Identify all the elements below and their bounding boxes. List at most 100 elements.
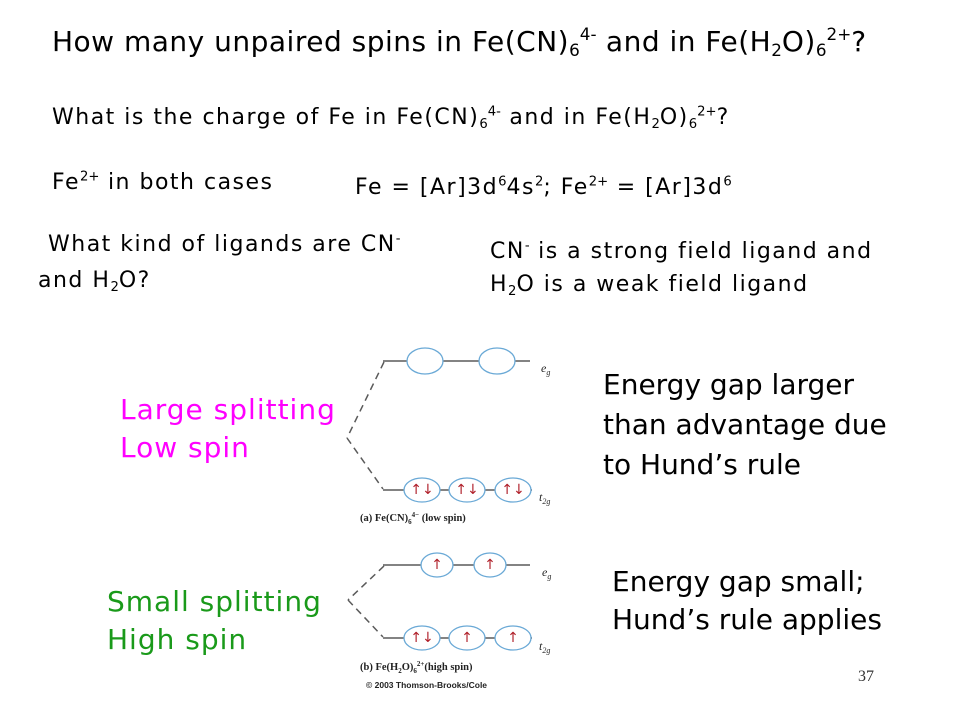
splitting-dashed-line: [346, 361, 385, 439]
orbital-diagram-low-spin: ↑↓ ↑↓ ↑↓ eg t2g (a) Fe(CN)64− (low spin): [346, 347, 550, 526]
superscript: 2+: [697, 104, 717, 120]
superscript: 4-: [579, 24, 597, 45]
electron-arrows: ↑: [461, 630, 473, 646]
electron-configuration: Fe = [Ar]3d64s2; Fe2+ = [Ar]3d6: [355, 173, 732, 203]
text-segment: What is the charge of Fe in Fe(CN): [52, 105, 480, 130]
subscript: 2: [771, 40, 782, 61]
superscript: 6: [498, 174, 507, 190]
text-segment: O): [659, 105, 689, 130]
diagram-caption-high-spin: (b) Fe(H2O)62+(high spin): [360, 660, 473, 675]
text-segment: = [Ar]3d: [608, 175, 724, 200]
splitting-dashed-line: [347, 565, 385, 601]
subscript: 6: [408, 518, 412, 526]
superscript: 4−: [412, 511, 420, 519]
text-segment: O?: [118, 268, 151, 293]
superscript: -: [395, 231, 401, 247]
text-segment: Fe: [52, 170, 80, 195]
subscript: 2: [508, 283, 517, 299]
answer-ligands-line1: CN- is a strong field ligand and: [490, 237, 873, 267]
electron-arrows: ↑: [431, 557, 443, 573]
eg-orbital: [406, 347, 444, 375]
t2g-orbital: [494, 625, 532, 651]
t2g-orbital: [448, 625, 486, 651]
text-segment: ?: [851, 25, 867, 58]
text-segment: (b) Fe(H: [360, 662, 398, 673]
superscript: 2+: [417, 660, 425, 668]
diagram-caption-low-spin: (a) Fe(CN)64− (low spin): [360, 511, 466, 526]
label-line: High spin: [107, 623, 248, 656]
text-segment: (low spin): [419, 513, 466, 524]
subscript: g: [546, 368, 550, 377]
electron-arrows: ↑↓: [501, 482, 524, 498]
label-line: Large splitting: [120, 393, 336, 426]
answer-ligands-line2: H2O is a weak field ligand: [490, 270, 809, 300]
copyright-notice: © 2003 Thomson-Brooks/Cole: [366, 680, 487, 690]
text-segment: e: [541, 361, 547, 375]
splitting-dashed-line: [346, 437, 384, 490]
electron-arrows: ↑↓: [455, 482, 478, 498]
text-segment: (high spin): [424, 662, 473, 673]
text-segment: 4s: [506, 175, 535, 200]
t2g-orbital: [403, 625, 441, 651]
text-segment: H: [490, 272, 509, 297]
text-segment: in both cases: [99, 170, 274, 195]
text-segment: e: [542, 565, 548, 579]
text-segment: t: [539, 490, 543, 504]
superscript: 2: [535, 174, 544, 190]
text-segment: ?: [716, 105, 730, 130]
t2g-label: t2g: [539, 490, 550, 506]
label-line: Small splitting: [107, 585, 322, 618]
question-ligands-line1: What kind of ligands are CN-: [48, 230, 400, 260]
electron-arrows: ↑: [507, 630, 519, 646]
subscript: 6: [569, 40, 580, 61]
high-spin-explanation: Energy gap small; Hund’s rule applies: [612, 563, 882, 639]
subscript: 2: [398, 667, 402, 675]
subscript: 6: [479, 116, 488, 132]
electron-arrows: ↑↓: [410, 630, 433, 646]
subscript: 2: [110, 279, 119, 295]
subscript: g: [547, 572, 551, 581]
page-number: 37: [858, 668, 874, 685]
text-segment: O): [781, 25, 816, 58]
label-line: Low spin: [120, 431, 250, 464]
question-unpaired-spins: How many unpaired spins in Fe(CN)64- and…: [52, 24, 867, 60]
splitting-dashed-line: [347, 599, 384, 638]
subscript: 6: [688, 116, 698, 132]
text-segment: and in Fe(H: [500, 105, 652, 130]
t2g-label: t2g: [539, 639, 550, 655]
text-segment: is a strong field ligand and: [529, 239, 873, 264]
orbital-diagram-high-spin: ↑ ↑ ↑↓ ↑ ↑ eg t2g (b) Fe(H2O)62+(high sp…: [347, 552, 551, 690]
subscript: 2g: [542, 646, 550, 655]
explanation-line: Energy gap larger: [603, 368, 855, 401]
superscript: 2+: [588, 174, 609, 190]
explanation-line: Hund’s rule applies: [612, 603, 882, 636]
answer-charge: Fe2+ in both cases: [52, 168, 274, 198]
eg-orbital: [473, 552, 507, 578]
text-segment: What kind of ligands are CN: [48, 232, 396, 257]
subscript: 2: [651, 116, 660, 132]
text-segment: CN: [490, 239, 525, 264]
t2g-orbital: [403, 477, 441, 503]
text-segment: (a) Fe(CN): [360, 513, 409, 524]
question-ligands-line2: and H2O?: [38, 266, 151, 296]
electron-arrows: ↑: [484, 557, 496, 573]
text-segment: and H: [38, 268, 111, 293]
text-segment: ; Fe: [543, 175, 589, 200]
eg-label: eg: [541, 361, 550, 377]
electron-arrows: ↑↓: [410, 482, 433, 498]
superscript: 6: [723, 174, 732, 190]
superscript: 2+: [826, 24, 852, 45]
text-segment: O is a weak field ligand: [516, 272, 809, 297]
superscript: -: [524, 238, 530, 254]
explanation-line: than advantage due: [603, 408, 887, 441]
superscript: 2+: [80, 169, 100, 185]
eg-orbital: [420, 552, 454, 578]
text-segment: and in Fe(H: [596, 25, 772, 58]
subscript: 2g: [542, 497, 550, 506]
subscript: 6: [815, 40, 827, 61]
subscript: 6: [413, 667, 417, 675]
low-spin-explanation: Energy gap larger than advantage due to …: [603, 365, 887, 485]
high-spin-label: Small splitting High spin: [107, 583, 322, 659]
